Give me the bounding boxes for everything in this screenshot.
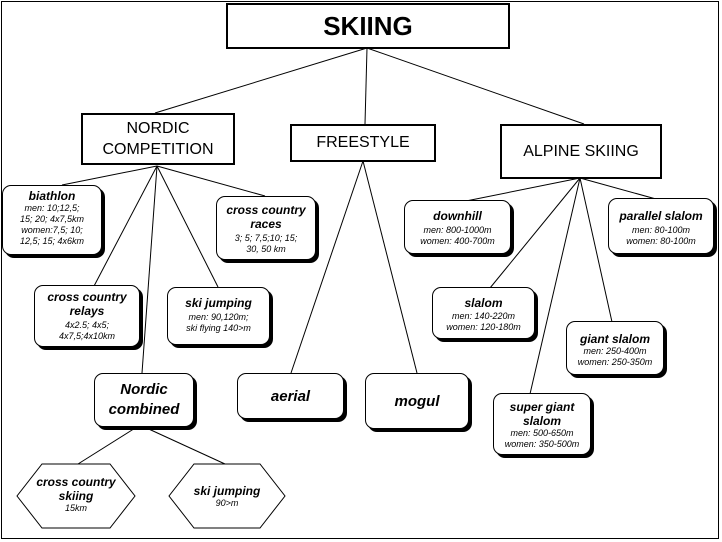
- event-details: men: 500-650m women: 350-500m: [504, 428, 580, 449]
- category-freestyle: FREESTYLE: [290, 124, 436, 162]
- hexagon-ski-jumping-shape: [168, 463, 286, 529]
- event-name: ski jumping: [193, 484, 261, 498]
- event-details: 90>m: [215, 498, 239, 508]
- event-details: men: 10;12,5; 15; 20; 4x7,5km women:7,5;…: [19, 203, 85, 246]
- event-downhill: downhill men: 800-1000m women: 400-700m: [404, 200, 511, 254]
- event-name: cross country skiing: [36, 475, 116, 503]
- event-name: biathlon: [28, 189, 76, 203]
- event-biathlon: biathlon men: 10;12,5; 15; 20; 4x7,5km w…: [2, 185, 102, 255]
- event-ski-jumping: ski jumping men: 90,120m; ski flying 140…: [167, 287, 270, 345]
- category-nordic-competition: NORDIC COMPETITION: [81, 113, 235, 165]
- event-details: men: 250-400m women: 250-350m: [577, 346, 653, 367]
- event-details: men: 140-220m women: 120-180m: [446, 311, 521, 332]
- event-name: giant slalom: [579, 332, 650, 346]
- event-name: ski jumping: [185, 296, 252, 310]
- event-name: Nordic combined: [108, 381, 180, 418]
- event-slalom: slalom men: 140-220m women: 120-180m: [432, 287, 535, 339]
- event-details: 3; 5; 7,5;10; 15; 30, 50 km: [234, 233, 298, 254]
- event-details: men: 80-100m women: 80-100m: [626, 225, 696, 246]
- event-name: mogul: [394, 392, 440, 410]
- event-details: men: 800-1000m women: 400-700m: [420, 225, 495, 246]
- event-details: 4x2.5; 4x5; 4x7,5;4x10km: [58, 320, 116, 341]
- category-label: ALPINE SKIING: [523, 142, 639, 160]
- root-node-skiing: SKIING: [226, 3, 510, 49]
- event-name: cross country relays: [47, 290, 127, 318]
- event-combined-ski-jumping: ski jumping 90>m: [168, 484, 286, 509]
- event-parallel-slalom: parallel slalom men: 80-100m women: 80-1…: [608, 198, 714, 254]
- event-mogul: mogul: [365, 373, 469, 429]
- event-name: cross country races: [226, 203, 306, 231]
- event-name: slalom: [464, 296, 503, 310]
- event-name: parallel slalom: [619, 209, 703, 223]
- event-name: super giant slalom: [509, 400, 575, 428]
- category-label: FREESTYLE: [316, 134, 410, 151]
- event-details: 15km: [64, 503, 87, 513]
- hexagon-cross-country-skiing-shape: [16, 463, 136, 529]
- event-combined-cross-country: cross country skiing 15km: [16, 475, 136, 514]
- event-cross-country-races: cross country races 3; 5; 7,5;10; 15; 30…: [216, 196, 316, 260]
- root-title: SKIING: [323, 10, 413, 41]
- category-label: NORDIC COMPETITION: [102, 120, 214, 158]
- event-name: aerial: [270, 388, 311, 405]
- event-details: men: 90,120m; ski flying 140>m: [186, 312, 251, 333]
- category-alpine-skiing: ALPINE SKIING: [500, 124, 662, 179]
- event-name: downhill: [433, 209, 482, 223]
- event-aerial: aerial: [237, 373, 344, 419]
- event-cross-country-relays: cross country relays 4x2.5; 4x5; 4x7,5;4…: [34, 285, 140, 347]
- event-super-giant-slalom: super giant slalom men: 500-650m women: …: [493, 393, 591, 455]
- event-nordic-combined: Nordic combined: [94, 373, 194, 427]
- event-giant-slalom: giant slalom men: 250-400m women: 250-35…: [566, 321, 664, 375]
